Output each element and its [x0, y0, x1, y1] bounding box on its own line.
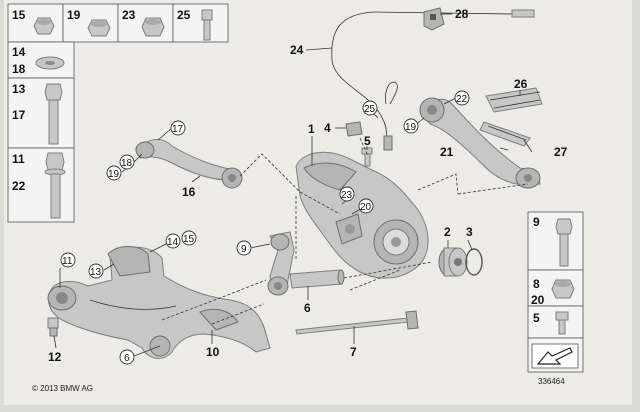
callout-12: 12	[48, 350, 62, 364]
legend-label-8: 8	[533, 277, 540, 291]
clip-part-4	[345, 121, 363, 137]
circle-callout-23: 23	[341, 190, 353, 201]
legend-label-15: 15	[12, 8, 26, 22]
copyright-text: © 2013 BMW AG	[32, 384, 93, 393]
control-arm-21	[419, 97, 541, 189]
bracket-26	[485, 87, 543, 113]
legend-label-18: 18	[12, 62, 26, 76]
hex-bolt-icon	[44, 83, 63, 145]
socket-bolt-icon	[201, 9, 213, 41]
sensor-cable	[331, 9, 535, 151]
legend-label-13: 13	[12, 82, 26, 96]
control-arm-16	[135, 139, 243, 189]
long-bolt-7	[295, 310, 419, 335]
legend-top: 15 19 23 25	[7, 3, 229, 43]
legend-label-19: 19	[67, 8, 81, 22]
connector-part-28	[423, 7, 445, 31]
clip-part-12	[47, 317, 59, 337]
circle-callout-19-left: 19	[108, 169, 120, 180]
sleeve-6	[289, 269, 345, 289]
circle-callout-15: 15	[183, 234, 195, 245]
legend-label-9: 9	[533, 215, 540, 229]
circle-callout-20: 20	[360, 202, 372, 213]
callouts: 1 2 3 4 5 6 7 10 12 16 21 24 26 27 28	[48, 7, 568, 364]
legend-label-11: 11	[12, 152, 25, 166]
flange-bolt-icon	[44, 152, 66, 219]
circle-callout-18: 18	[121, 158, 133, 169]
callout-4: 4	[324, 121, 331, 135]
circle-callout-22: 22	[456, 94, 468, 105]
callout-7: 7	[350, 345, 357, 359]
legend-left: 14 18 13 17 11 22	[7, 41, 75, 223]
callout-5: 5	[364, 134, 371, 148]
link-9	[267, 231, 295, 296]
circle-callout-9: 9	[241, 244, 247, 255]
diagram-id: 336464	[538, 377, 565, 386]
circle-callout-25: 25	[364, 104, 376, 115]
circle-callout-6: 6	[124, 353, 130, 364]
bushing-2	[438, 247, 468, 277]
hex-bolt-icon	[555, 218, 573, 267]
circle-callout-14: 14	[167, 237, 179, 248]
legend-label-14: 14	[12, 45, 26, 59]
callout-24: 24	[290, 43, 304, 57]
legend-label-22: 22	[12, 179, 26, 193]
callout-21: 21	[440, 145, 454, 159]
ring-3	[465, 248, 483, 276]
small-bolt-icon	[555, 311, 569, 335]
callout-2: 2	[444, 225, 451, 239]
callout-27: 27	[554, 145, 568, 159]
circle-callout-11: 11	[62, 256, 73, 267]
circle-callout-17: 17	[172, 124, 184, 135]
callout-3: 3	[466, 225, 473, 239]
circle-callout-13: 13	[90, 267, 102, 278]
legend-label-20: 20	[531, 293, 545, 307]
callout-10: 10	[206, 345, 220, 359]
bracket-27	[479, 121, 531, 147]
legend-label-17: 17	[12, 108, 26, 122]
legend-label-23: 23	[122, 8, 136, 22]
callout-28: 28	[455, 7, 469, 21]
legend-right: 9 8 20 5	[527, 211, 584, 373]
legend-label-5: 5	[533, 311, 540, 325]
circled-callouts	[60, 90, 470, 365]
direction-arrow-icon	[531, 343, 579, 369]
callout-6: 6	[304, 301, 311, 315]
circle-callout-19-right: 19	[405, 122, 417, 133]
circled-callout-labels: 6 9 11 13 14 15 17 18 19 19 20 22 23 25	[62, 94, 468, 364]
legend-label-25: 25	[177, 8, 191, 22]
callout-26: 26	[514, 77, 528, 91]
callout-1: 1	[308, 122, 315, 136]
callout-16: 16	[182, 185, 196, 199]
